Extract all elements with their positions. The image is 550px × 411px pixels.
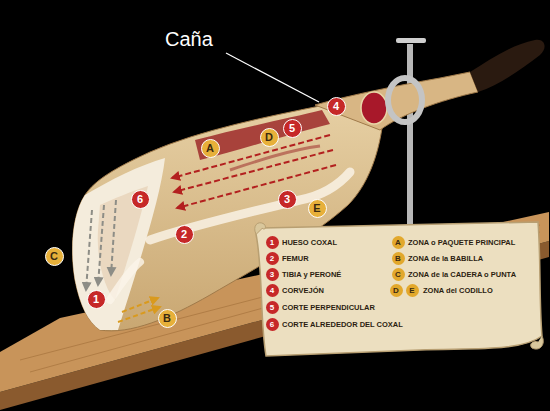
callout-number: 2 <box>175 225 194 244</box>
legend-number: 1 <box>266 236 279 249</box>
legend-letter: A <box>392 236 405 249</box>
stand-handle <box>396 38 426 43</box>
callout-number: 5 <box>283 119 302 138</box>
legend-letter: E <box>406 284 419 297</box>
callout-number: 3 <box>278 190 297 209</box>
stand-clamp <box>388 78 422 122</box>
shank <box>315 72 478 130</box>
legend-number: 3 <box>266 268 279 281</box>
legend-text: ZONA de la CADERA o PUNTA <box>408 270 516 279</box>
cut-arrow <box>174 150 333 192</box>
parchment-curl <box>255 223 266 234</box>
legend-letter: D <box>390 284 403 297</box>
legend-parchment <box>256 222 542 356</box>
legend-number: 4 <box>266 284 279 297</box>
legend-letter: C <box>392 268 405 281</box>
zone-letter: C <box>45 247 64 266</box>
brand-seal <box>361 92 387 124</box>
leader-line <box>226 53 319 102</box>
legend-text: HUESO COXAL <box>282 238 337 247</box>
parchment-curl <box>531 336 544 349</box>
legend-letter: B <box>392 252 405 265</box>
legend-text: TIBIA y PERONÉ <box>282 270 341 279</box>
legend-text: ZONA de la BABILLA <box>408 254 483 263</box>
hoof <box>470 40 545 92</box>
legend-text: CORTE PERPENDICULAR <box>282 303 375 312</box>
cut-arrow <box>98 205 104 285</box>
legend-text: CORTE ALREDEDOR DEL COXAL <box>282 320 403 329</box>
zone-letter: D <box>260 128 279 147</box>
cut-arrow <box>111 200 116 275</box>
legend-text: ZONA del CODILLO <box>423 286 493 295</box>
hip-bone <box>110 262 140 300</box>
part-name: Caña <box>165 28 213 50</box>
zone-letter: E <box>308 199 327 218</box>
zone-letter: B <box>158 309 177 328</box>
legend-text: ZONA o PAQUETE PRINCIPAL <box>408 238 515 247</box>
meat-streak <box>195 110 330 160</box>
zone-letter: A <box>201 139 220 158</box>
legend-number: 5 <box>266 301 279 314</box>
callout-number: 6 <box>131 190 150 209</box>
callout-number: 1 <box>87 290 106 309</box>
legend-number: 6 <box>266 318 279 331</box>
cut-arrow <box>118 307 160 322</box>
legend-number: 2 <box>266 252 279 265</box>
callout-number: 4 <box>327 97 346 116</box>
legend-text: FEMUR <box>282 254 309 263</box>
legend-text: CORVEJÓN <box>282 286 324 295</box>
cut-arrow <box>86 210 92 290</box>
